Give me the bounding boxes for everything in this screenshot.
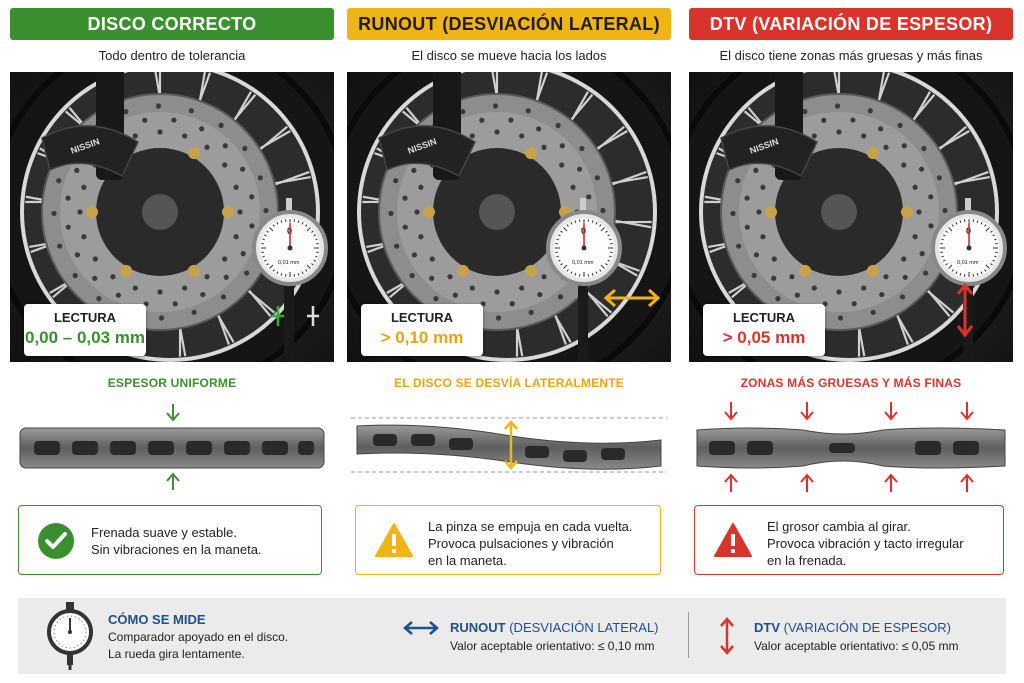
dtv-title-bold: DTV [754, 620, 780, 635]
reading-box: LECTURA > 0,10 mm [361, 304, 483, 356]
note-line: Frenada suave y estable. [91, 525, 237, 540]
wheel-photo: NISSIN00,01 mm LECTURA > 0,10 mm [347, 72, 671, 362]
disc-section-uniform [19, 404, 325, 490]
wheel-photo: NISSIN00,01 mm LECTURA 0,00 – 0,03 mm [10, 72, 334, 362]
runout-title-bold: RUNOUT [450, 620, 506, 635]
runout-value: Valor aceptable orientativo: ≤ 0,10 mm [450, 639, 655, 653]
brake-caliper [378, 125, 476, 178]
note-line: Provoca vibración y tacto irregular [767, 536, 964, 551]
gauge-unit: 0,01 mm [572, 260, 594, 266]
measure-line: La rueda gira lentamente. [108, 647, 245, 661]
warning-triangle-icon [375, 523, 413, 557]
reading-label: LECTURA [390, 310, 454, 325]
lateral-arrow-icon [603, 288, 661, 308]
gauge-unit: 0,01 mm [957, 260, 979, 266]
note-line: La pinza se empuja en cada vuelta. [428, 519, 633, 534]
info-bar: CÓMO SE MIDE Comparador apoyado en el di… [18, 598, 1006, 674]
disc-holes [51, 103, 269, 321]
wheel-photo: NISSIN00,01 mm LECTURA > 0,05 mm [689, 72, 1013, 362]
measure-line: Comparador apoyado en el disco. [108, 630, 289, 644]
disc-section-runout [351, 417, 667, 473]
warning-triangle-icon [714, 523, 752, 557]
disc-vents [34, 441, 314, 455]
thickness-arrow-icon [956, 282, 974, 338]
green-arrow-up [166, 472, 180, 490]
brake-caliper [41, 125, 139, 178]
panel-title: DTV (VARIACIÓN DE ESPESOR) [689, 8, 1013, 40]
reading-label: LECTURA [53, 310, 117, 325]
stable-indicator-icon [272, 306, 319, 326]
gauge-unit: 0,01 mm [278, 260, 300, 266]
panel-runout: RUNOUT (DESVIACIÓN LATERAL) El disco se … [347, 8, 671, 362]
note-runout: La pinza se empuja en cada vuelta. Provo… [355, 505, 661, 575]
reading-box: LECTURA > 0,05 mm [703, 304, 825, 356]
panel-subtitle: Todo dentro de tolerancia [98, 48, 246, 63]
note-correct: Frenada suave y estable. Sin vibraciones… [18, 505, 322, 575]
wheel-illustration: NISSIN00,01 mm [689, 72, 1013, 362]
reading-value: > 0,10 mm [380, 328, 464, 347]
dtv-title-rest: (VARIACIÓN DE ESPESOR) [780, 620, 951, 635]
reading-label: LECTURA [732, 310, 796, 325]
section-title-uniform: ESPESOR UNIFORME [107, 376, 237, 390]
red-arrows-down [724, 402, 974, 421]
panel-subtitle: El disco tiene zonas más gruesas y más f… [719, 48, 983, 63]
measure-title: CÓMO SE MIDE [108, 612, 206, 627]
gauge-stand [284, 278, 294, 362]
divider [688, 612, 689, 658]
dial-gauge-icon [47, 602, 93, 670]
runout-title-rest: (DESVIACIÓN LATERAL) [505, 620, 659, 635]
reading-value: 0,00 – 0,03 mm [24, 328, 146, 347]
horizontal-arrows-icon [403, 621, 439, 635]
disc-holes [388, 103, 606, 321]
panel-title: RUNOUT (DESVIACIÓN LATERAL) [347, 8, 671, 40]
disc-profile-warped [356, 424, 662, 470]
reading-value: > 0,05 mm [722, 328, 806, 347]
red-arrows-up [724, 473, 974, 492]
note-line: en la frenada. [767, 553, 847, 568]
gauge-stand [963, 278, 973, 362]
note-line: Provoca pulsaciones y vibración [428, 536, 614, 551]
panel-correct: DISCO CORRECTO Todo dentro de tolerancia… [10, 8, 334, 362]
note-line: en la maneta. [428, 553, 507, 568]
panel-dtv: DTV (VARIACIÓN DE ESPESOR) El disco tien… [689, 8, 1013, 362]
wheel-illustration: NISSIN00,01 mm [10, 72, 334, 362]
note-dtv: El grosor cambia al girar. Provoca vibra… [694, 505, 1004, 575]
brake-caliper [720, 125, 818, 178]
note-line: El grosor cambia al girar. [767, 519, 911, 534]
green-arrow-down [166, 404, 180, 422]
panel-title: DISCO CORRECTO [10, 8, 334, 40]
vertical-arrows-icon [720, 617, 734, 655]
section-title-runout: EL DISCO SE DESVÍA LATERALMENTE [394, 376, 624, 390]
dtv-value: Valor aceptable orientativo: ≤ 0,05 mm [754, 639, 959, 653]
disc-vents [709, 441, 979, 455]
disc-vents [373, 434, 625, 462]
panel-subtitle: El disco se mueve hacia los lados [411, 48, 607, 63]
runout-deviation-arrow [504, 420, 518, 470]
wheel-illustration: NISSIN00,01 mm [347, 72, 671, 362]
section-title-dtv: ZONAS MÁS GRUESAS Y MÁS FINAS [740, 376, 962, 390]
check-circle-icon [38, 523, 74, 559]
disc-section-dtv [696, 402, 1006, 492]
reading-box: LECTURA 0,00 – 0,03 mm [24, 304, 146, 356]
gauge-stand [578, 278, 588, 362]
note-line: Sin vibraciones en la maneta. [91, 542, 262, 557]
